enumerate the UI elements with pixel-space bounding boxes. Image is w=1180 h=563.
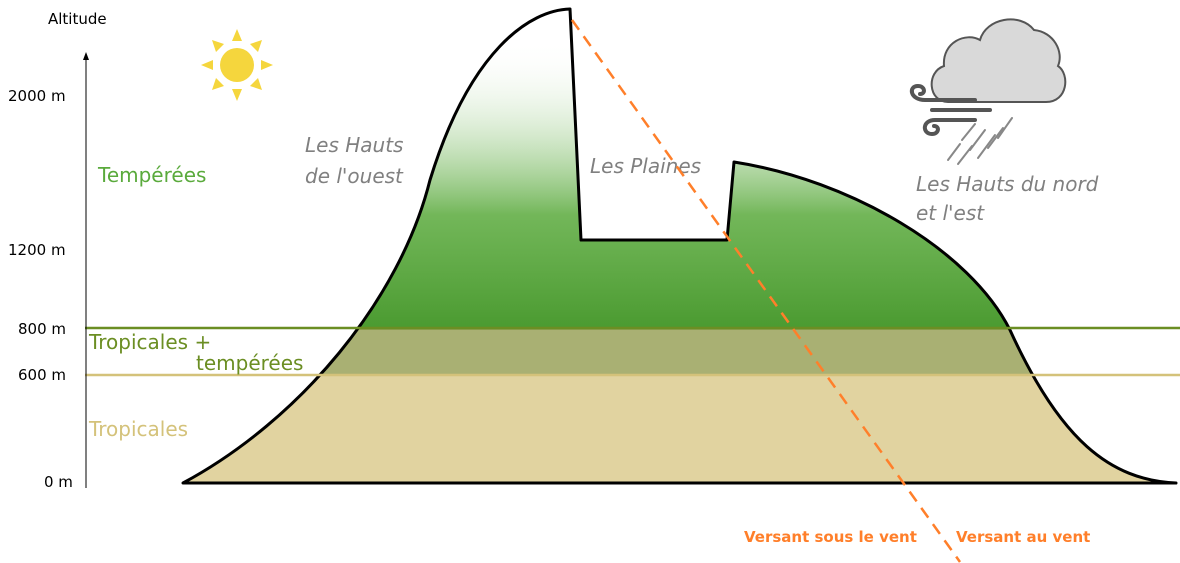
slope-windward-label: Versant au vent xyxy=(956,528,1090,546)
cloud-icon xyxy=(930,18,1067,103)
axis-title: Altitude xyxy=(48,10,107,28)
rain-icon xyxy=(947,117,1013,165)
tick-0: 0 m xyxy=(44,473,73,491)
zone-label-mixed-line1: Tropicales + xyxy=(88,330,211,354)
tick-600: 600 m xyxy=(18,366,66,384)
zone-label-mixed-line2: tempérées xyxy=(196,351,303,375)
zone-label-tropicales: Tropicales xyxy=(88,417,188,441)
zone-label-temperees: Tempérées xyxy=(97,163,206,187)
wind-divide-line xyxy=(570,19,962,563)
region-east-line1: Les Hauts du nord xyxy=(916,172,1099,196)
mixed-zone-fill xyxy=(183,328,1176,376)
tick-1200: 1200 m xyxy=(8,241,66,259)
region-east-line2: et l'est xyxy=(916,201,985,225)
region-west-line2: de l'ouest xyxy=(305,164,404,188)
y-axis-arrow xyxy=(83,52,89,60)
wind-icon xyxy=(909,83,992,137)
sun-icon xyxy=(201,29,273,101)
region-plaines: Les Plaines xyxy=(590,154,701,178)
tropical-zone-fill xyxy=(183,375,1176,483)
mountain-outline xyxy=(181,7,1178,485)
tick-800: 800 m xyxy=(18,320,66,338)
slope-leeward-label: Versant sous le vent xyxy=(744,528,917,546)
tick-2000: 2000 m xyxy=(8,87,66,105)
region-west-line1: Les Hauts xyxy=(305,133,403,157)
